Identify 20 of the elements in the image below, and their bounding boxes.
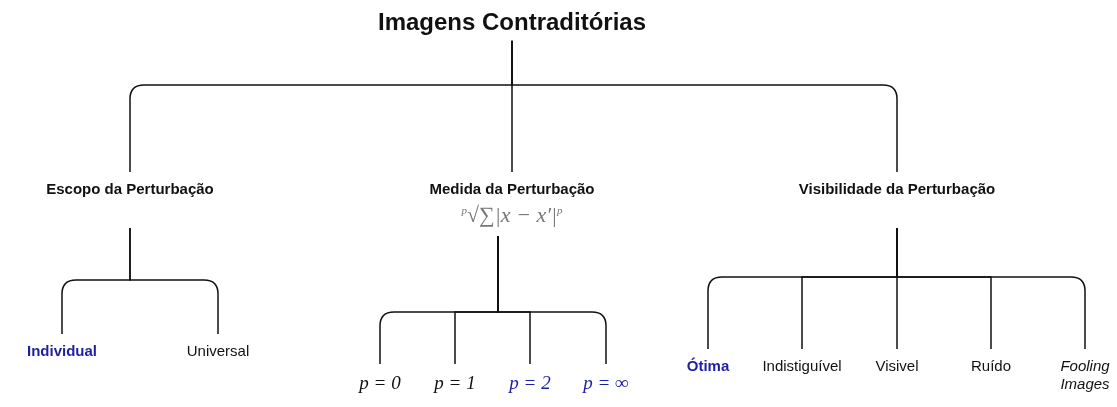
node-label: Universal xyxy=(186,342,250,360)
node-label: p = ∞ xyxy=(583,372,629,395)
node-label: Visivel xyxy=(875,357,919,375)
connector-line xyxy=(896,227,1086,350)
node-label: p = 1 xyxy=(434,372,476,395)
node-label: p = 2 xyxy=(509,372,551,395)
node-label: Indistiguível xyxy=(762,357,842,375)
node-label: Visibilidade da Perturbação xyxy=(798,180,996,198)
node-label: Fooling Images xyxy=(1059,357,1111,393)
node-label: Medida da Perturbação xyxy=(429,180,595,198)
node-label: p = 0 xyxy=(359,372,401,395)
node-label: Ruído xyxy=(971,357,1011,375)
root-label: Imagens Contraditórias xyxy=(377,8,647,37)
connector-line xyxy=(511,40,898,173)
node-label: Ótima xyxy=(686,357,730,375)
node-label: Escopo da Perturbação xyxy=(46,180,214,198)
node-label: Individual xyxy=(27,342,97,360)
connector-line xyxy=(129,227,219,335)
formula: $^{p}$√∑|x − x′|$^{p}$ xyxy=(461,202,563,228)
connector-line xyxy=(497,235,607,365)
